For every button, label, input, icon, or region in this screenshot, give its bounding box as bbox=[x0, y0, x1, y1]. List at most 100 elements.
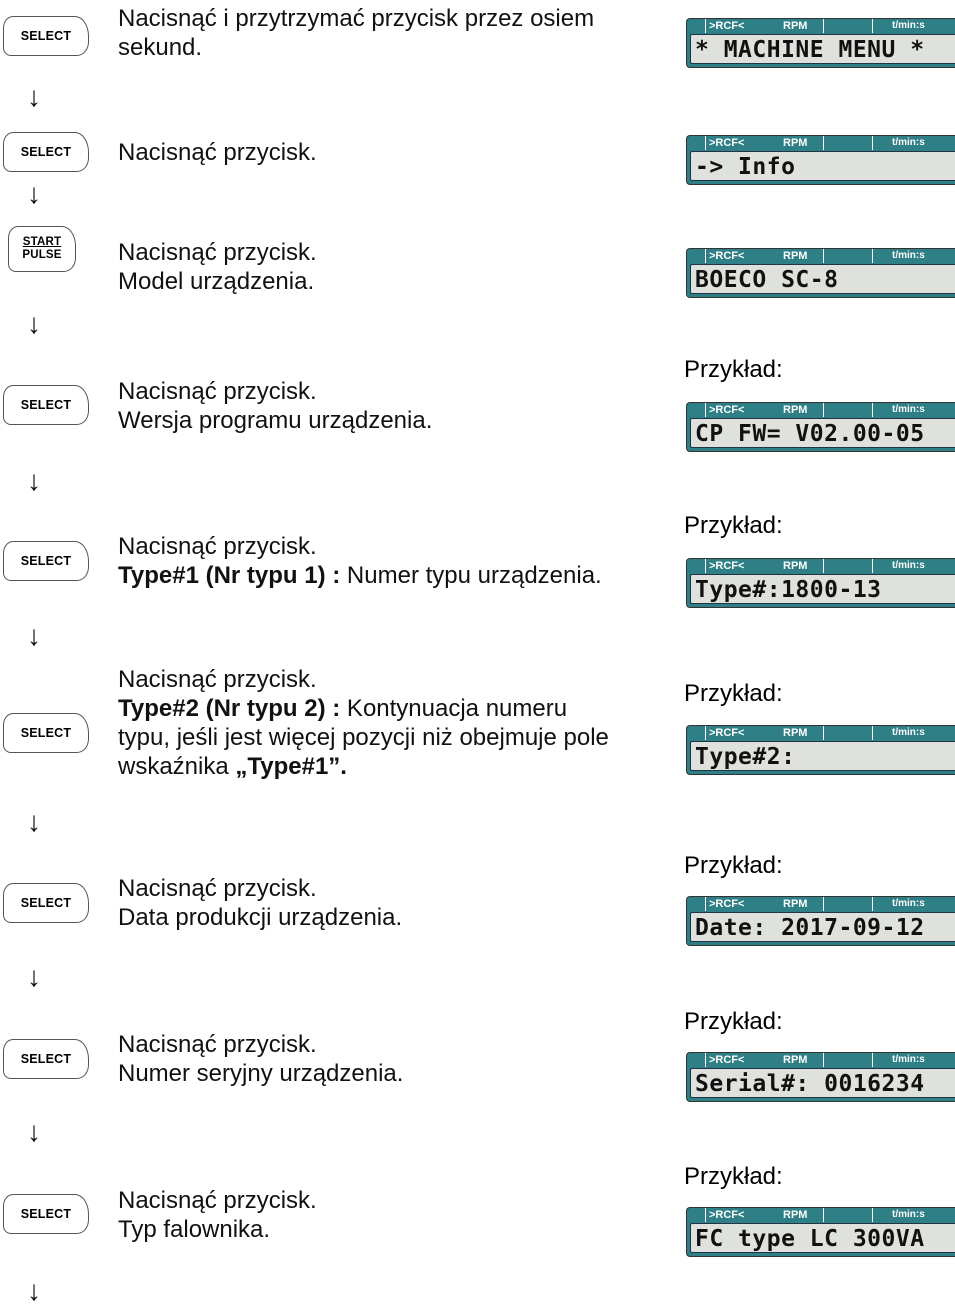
step-line: sekund. bbox=[118, 34, 203, 61]
down-arrow-icon: ↓ bbox=[27, 178, 41, 209]
rcf-label: >RCF< bbox=[709, 1054, 745, 1066]
button-label: SELECT bbox=[20, 1207, 72, 1221]
down-arrow-icon: ↓ bbox=[27, 620, 41, 651]
down-arrow-icon: ↓ bbox=[27, 961, 41, 992]
step-line: Nacisnąć przycisk. bbox=[118, 666, 317, 693]
lcd-display: >RCF< RPM t/min:s Date: 2017-09-12 bbox=[686, 896, 955, 946]
lcd-screen: BOECO SC-8 bbox=[690, 264, 955, 294]
header-divider bbox=[705, 403, 706, 417]
example-label: Przykład: bbox=[684, 512, 783, 539]
lcd-display: >RCF< RPM t/min:s BOECO SC-8 bbox=[686, 248, 955, 298]
lcd-header: >RCF< RPM t/min:s bbox=[687, 136, 955, 151]
select-button[interactable]: SELECT bbox=[3, 132, 89, 172]
lcd-header: >RCF< RPM t/min:s bbox=[687, 249, 955, 264]
lcd-header: >RCF< RPM t/min:s bbox=[687, 726, 955, 741]
step-text: Nacisnąć przycisk. Type#1 (Nr typu 1) : … bbox=[118, 532, 602, 590]
time-label: t/min:s bbox=[892, 1054, 925, 1065]
select-button[interactable]: SELECT bbox=[3, 16, 89, 56]
field-label: Type#1 (Nr typu 1) : bbox=[118, 562, 341, 589]
lcd-text: BOECO SC-8 bbox=[695, 267, 839, 293]
select-button[interactable]: SELECT bbox=[3, 385, 89, 425]
button-label: SELECT bbox=[20, 554, 72, 568]
step-line: Nacisnąć przycisk. bbox=[118, 533, 317, 560]
down-arrow-icon: ↓ bbox=[27, 465, 41, 496]
select-button[interactable]: SELECT bbox=[3, 883, 89, 923]
time-label: t/min:s bbox=[892, 1209, 925, 1220]
step-text: Nacisnąć przycisk. Type#2 (Nr typu 2) : … bbox=[118, 665, 609, 781]
step-line: Nacisnąć i przytrzymać przycisk przez os… bbox=[118, 5, 595, 32]
button-label: SELECT bbox=[20, 726, 72, 740]
button-label: SELECT bbox=[20, 1052, 72, 1066]
time-label: t/min:s bbox=[892, 727, 925, 738]
step-line: Numer seryjny urządzenia. bbox=[118, 1060, 404, 1087]
select-button[interactable]: SELECT bbox=[3, 713, 89, 753]
lcd-display: >RCF< RPM t/min:s FC type LC 300VA bbox=[686, 1207, 955, 1257]
step-text: Nacisnąć przycisk. Wersja programu urząd… bbox=[118, 377, 432, 435]
step-line: Nacisnąć przycisk. bbox=[118, 875, 317, 902]
button-label-top: START bbox=[22, 236, 62, 248]
field-label: Type#2 (Nr typu 2) : bbox=[118, 695, 341, 722]
lcd-header: >RCF< RPM t/min:s bbox=[687, 1053, 955, 1068]
lcd-header: >RCF< RPM t/min:s bbox=[687, 403, 955, 418]
example-label: Przykład: bbox=[684, 356, 783, 383]
example-label: Przykład: bbox=[684, 1008, 783, 1035]
header-divider bbox=[705, 249, 706, 263]
lcd-text: CP FW= V02.00-05 bbox=[695, 421, 925, 447]
down-arrow-icon: ↓ bbox=[27, 1116, 41, 1147]
header-divider bbox=[872, 249, 873, 263]
step-line: Nacisnąć przycisk. bbox=[118, 1187, 317, 1214]
header-divider bbox=[823, 19, 824, 33]
lcd-header: >RCF< RPM t/min:s bbox=[687, 559, 955, 574]
lcd-display: >RCF< RPM t/min:s Type#:1800-13 bbox=[686, 558, 955, 608]
down-arrow-icon: ↓ bbox=[27, 1275, 41, 1306]
header-divider bbox=[705, 897, 706, 911]
lcd-screen: * MACHINE MENU * bbox=[690, 34, 955, 64]
lcd-screen: Type#2: bbox=[690, 741, 955, 771]
time-label: t/min:s bbox=[892, 20, 925, 31]
step-text: Nacisnąć i przytrzymać przycisk przez os… bbox=[118, 4, 594, 62]
select-button[interactable]: SELECT bbox=[3, 541, 89, 581]
step-line: Nacisnąć przycisk. bbox=[118, 1031, 317, 1058]
select-button[interactable]: SELECT bbox=[3, 1194, 89, 1234]
header-divider bbox=[872, 403, 873, 417]
button-label: SELECT bbox=[20, 398, 72, 412]
lcd-text: Date: 2017-09-12 bbox=[695, 915, 925, 941]
lcd-header: >RCF< RPM t/min:s bbox=[687, 19, 955, 34]
lcd-text: -> Info bbox=[695, 154, 796, 180]
start-pulse-button[interactable]: START PULSE bbox=[8, 226, 76, 272]
step-text: Nacisnąć przycisk. Typ falownika. bbox=[118, 1186, 317, 1244]
rpm-label: RPM bbox=[783, 404, 808, 416]
time-label: t/min:s bbox=[892, 404, 925, 415]
header-divider bbox=[823, 136, 824, 150]
field-description: wskaźnika bbox=[118, 753, 236, 780]
example-label: Przykład: bbox=[684, 680, 783, 707]
header-divider bbox=[705, 726, 706, 740]
rcf-label: >RCF< bbox=[709, 404, 745, 416]
rpm-label: RPM bbox=[783, 560, 808, 572]
lcd-screen: Serial#: 0016234 bbox=[690, 1068, 955, 1098]
header-divider bbox=[872, 897, 873, 911]
step-line: Type#2 (Nr typu 2) : Kontynuacja numeru bbox=[118, 694, 609, 723]
header-divider bbox=[823, 726, 824, 740]
header-divider bbox=[872, 726, 873, 740]
example-label: Przykład: bbox=[684, 1163, 783, 1190]
step-text: Nacisnąć przycisk. Numer seryjny urządze… bbox=[118, 1030, 403, 1088]
lcd-text: Serial#: 0016234 bbox=[695, 1071, 925, 1097]
example-label: Przykład: bbox=[684, 852, 783, 879]
header-divider bbox=[823, 559, 824, 573]
header-divider bbox=[705, 19, 706, 33]
step-line: Data produkcji urządzenia. bbox=[118, 904, 403, 931]
step-line: Model urządzenia. bbox=[118, 268, 315, 295]
rpm-label: RPM bbox=[783, 20, 808, 32]
lcd-screen: CP FW= V02.00-05 bbox=[690, 418, 955, 448]
header-divider bbox=[823, 1208, 824, 1222]
lcd-header: >RCF< RPM t/min:s bbox=[687, 897, 955, 912]
select-button[interactable]: SELECT bbox=[3, 1039, 89, 1079]
header-divider bbox=[872, 559, 873, 573]
header-divider bbox=[872, 136, 873, 150]
header-divider bbox=[823, 1053, 824, 1067]
step-line: Nacisnąć przycisk. bbox=[118, 378, 317, 405]
header-divider bbox=[872, 1208, 873, 1222]
header-divider bbox=[823, 249, 824, 263]
lcd-header: >RCF< RPM t/min:s bbox=[687, 1208, 955, 1223]
